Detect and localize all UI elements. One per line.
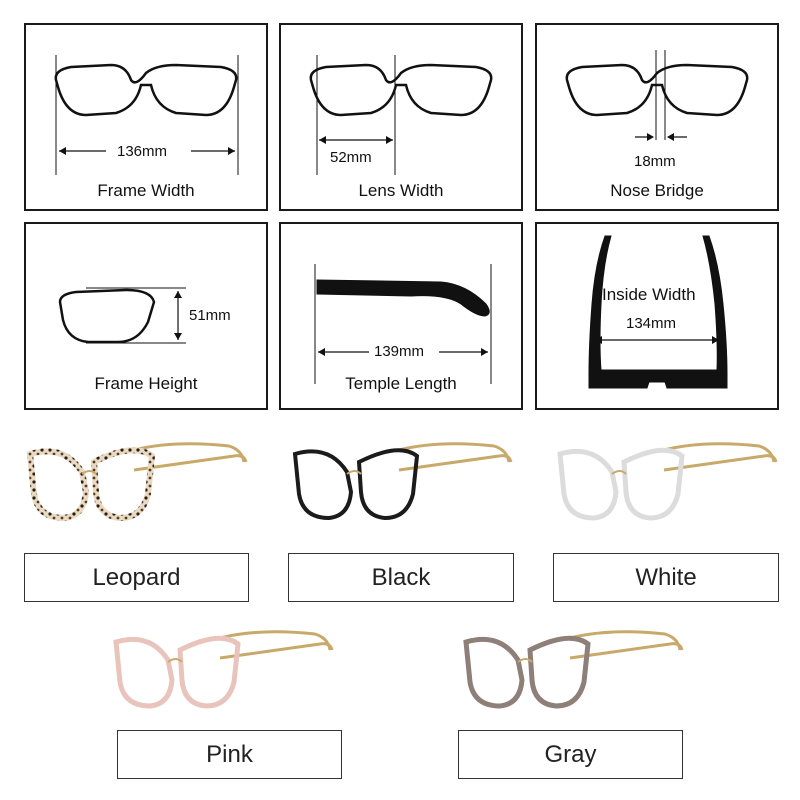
- lens-width-panel: 52mm Lens Width: [279, 23, 523, 211]
- pink-glasses-image: [113, 630, 334, 709]
- inside-width-diagram: [588, 235, 728, 389]
- glasses-front-icon: [565, 63, 749, 117]
- temple-length-panel: 139mm Temple Length: [279, 222, 523, 410]
- temple-length-value: 139mm: [371, 343, 428, 360]
- frame-width-panel: 136mm Frame Width: [24, 23, 268, 211]
- glasses-front-icon: [54, 63, 238, 117]
- lens-width-value: 52mm: [327, 149, 375, 166]
- frame-width-value: 136mm: [114, 143, 171, 160]
- color-option-pink[interactable]: Pink: [117, 730, 342, 779]
- inside-width-label: Inside Width: [602, 285, 696, 304]
- color-option-black[interactable]: Black: [288, 553, 514, 602]
- glasses-front-icon: [309, 63, 493, 117]
- temple-length-diagram: [314, 264, 492, 384]
- frame-height-panel: 51mm Frame Height: [24, 222, 268, 410]
- frame-width-label: Frame Width: [97, 181, 195, 200]
- black-glasses-image: [292, 442, 513, 521]
- glasses-top-icon: [588, 235, 728, 389]
- color-option-gray[interactable]: Gray: [458, 730, 683, 779]
- nose-bridge-value: 18mm: [631, 153, 679, 170]
- lens-side-icon: [58, 288, 156, 344]
- frame-height-label: Frame Height: [94, 374, 198, 393]
- inside-width-panel: Inside Width 134mm: [535, 222, 779, 410]
- temple-arm-icon: [316, 279, 490, 317]
- nose-bridge-panel: 18mm Nose Bridge: [535, 23, 779, 211]
- frame-height-diagram: [58, 287, 186, 344]
- lens-width-diagram: [309, 55, 493, 175]
- gray-glasses-image: [463, 630, 684, 709]
- lens-width-label: Lens Width: [358, 181, 444, 200]
- frame-height-value: 51mm: [186, 307, 234, 324]
- nose-bridge-label: Nose Bridge: [610, 181, 704, 200]
- nose-bridge-diagram: [565, 50, 749, 141]
- white-glasses-image: [557, 442, 778, 521]
- inside-width-value: 134mm: [623, 315, 680, 332]
- color-option-leopard[interactable]: Leopard: [24, 553, 249, 602]
- leopard-glasses-image: [26, 442, 248, 522]
- temple-length-label: Temple Length: [345, 374, 457, 393]
- frame-width-diagram: [54, 55, 239, 175]
- color-option-white[interactable]: White: [553, 553, 779, 602]
